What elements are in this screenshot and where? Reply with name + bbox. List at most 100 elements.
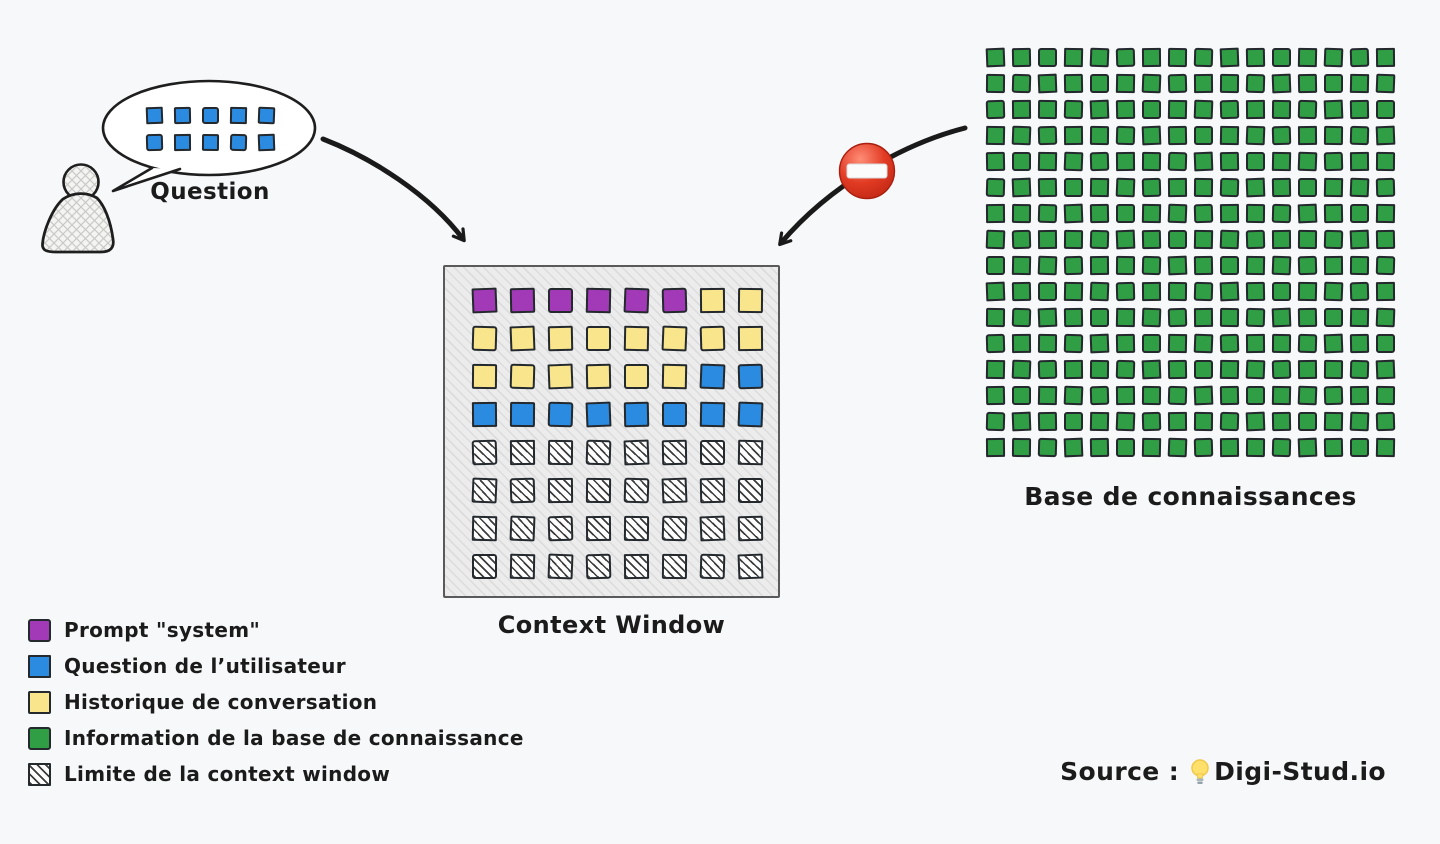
context-token-hatch: [509, 515, 536, 542]
kb-token: [1089, 437, 1110, 458]
context-token-blue: [547, 401, 574, 428]
kb-token: [1141, 359, 1162, 380]
context-token-hatch: [471, 515, 498, 542]
kb-token: [1141, 385, 1162, 406]
kb-token: [1193, 255, 1214, 276]
context-token-hatch: [699, 477, 726, 504]
kb-token: [1089, 359, 1110, 380]
context-token-grid: [471, 287, 764, 580]
kb-token: [1063, 385, 1084, 406]
context-token-yellow: [699, 287, 726, 314]
kb-token: [1115, 255, 1136, 276]
kb-token: [1037, 359, 1058, 380]
context-token-hatch: [471, 477, 498, 504]
kb-token: [1349, 229, 1370, 250]
knowledge-base-label: Base de connaissances: [1024, 482, 1357, 511]
kb-token: [1349, 151, 1370, 172]
kb-token: [1011, 307, 1032, 328]
kb-token: [1037, 255, 1058, 276]
kb-token: [1271, 333, 1292, 354]
kb-token: [1115, 411, 1136, 432]
kb-token: [1193, 151, 1214, 172]
legend: Prompt "system"Question de l’utilisateur…: [28, 618, 524, 786]
kb-token: [1193, 385, 1214, 406]
context-window-box: [443, 265, 780, 598]
kb-token: [1063, 99, 1084, 120]
kb-token: [1037, 229, 1058, 250]
question-token: [229, 106, 248, 125]
kb-token: [1089, 333, 1110, 354]
kb-token: [1115, 73, 1136, 94]
kb-token: [1167, 411, 1188, 432]
source-line: Source : Digi-Stud.io: [1060, 757, 1386, 786]
kb-token: [1142, 100, 1161, 119]
context-token-hatch: [471, 439, 498, 466]
user-icon: [41, 163, 115, 254]
kb-token: [1375, 229, 1396, 250]
kb-token: [1349, 47, 1370, 68]
kb-token: [1375, 125, 1396, 146]
kb-token: [1376, 334, 1395, 353]
kb-token: [1220, 256, 1239, 275]
kb-token: [1089, 99, 1110, 120]
kb-token: [1297, 99, 1318, 120]
context-token-hatch: [585, 477, 612, 504]
question-token: [145, 133, 164, 152]
kb-token: [1323, 437, 1344, 458]
kb-token: [1245, 359, 1266, 380]
context-token-yellow: [699, 325, 726, 352]
kb-token: [1063, 151, 1084, 172]
speech-bubble: [101, 79, 317, 193]
kb-token: [1167, 281, 1188, 302]
legend-label: Prompt "system": [64, 618, 261, 642]
context-token-hatch: [547, 439, 574, 466]
kb-token: [1037, 177, 1058, 198]
kb-token: [1219, 411, 1240, 432]
legend-item: Prompt "system": [28, 618, 524, 642]
kb-token: [1141, 125, 1162, 146]
kb-token: [1089, 47, 1110, 68]
kb-token: [1219, 47, 1240, 68]
kb-token: [1349, 307, 1370, 328]
kb-token: [1245, 47, 1266, 68]
kb-token: [1271, 125, 1292, 146]
kb-token: [1245, 255, 1266, 276]
context-token-yellow: [737, 325, 764, 352]
context-token-hatch: [509, 553, 536, 580]
kb-token: [1245, 177, 1266, 198]
legend-swatch-purple: [28, 618, 51, 642]
context-token-purple: [623, 287, 650, 314]
kb-token: [1349, 177, 1370, 198]
context-token-hatch: [661, 553, 688, 580]
kb-token: [1375, 255, 1396, 276]
kb-token: [1271, 73, 1292, 94]
context-token-hatch: [699, 515, 726, 542]
kb-token: [1090, 74, 1109, 93]
kb-token: [1038, 282, 1057, 301]
kb-token: [1063, 333, 1084, 354]
kb-token: [1271, 411, 1292, 432]
kb-token: [1349, 73, 1370, 94]
kb-token: [1349, 281, 1370, 302]
context-token-hatch: [661, 439, 688, 466]
question-token: [257, 106, 276, 125]
kb-token: [1271, 437, 1292, 458]
kb-token: [1219, 229, 1240, 250]
kb-token: [1245, 73, 1266, 94]
kb-token: [1219, 73, 1240, 94]
kb-token: [1194, 126, 1213, 145]
kb-token: [1297, 281, 1318, 302]
kb-token: [1115, 281, 1136, 302]
kb-token: [1193, 281, 1214, 302]
legend-label: Historique de conversation: [64, 690, 378, 714]
kb-token: [1168, 230, 1187, 249]
context-token-hatch: [585, 515, 612, 542]
kb-token: [1167, 203, 1188, 224]
context-token-hatch: [509, 439, 536, 466]
kb-token: [1089, 385, 1110, 406]
kb-token: [985, 99, 1006, 120]
kb-token: [1246, 152, 1265, 171]
kb-token: [1063, 47, 1084, 68]
context-token-purple: [471, 287, 498, 314]
kb-token: [1193, 99, 1214, 120]
